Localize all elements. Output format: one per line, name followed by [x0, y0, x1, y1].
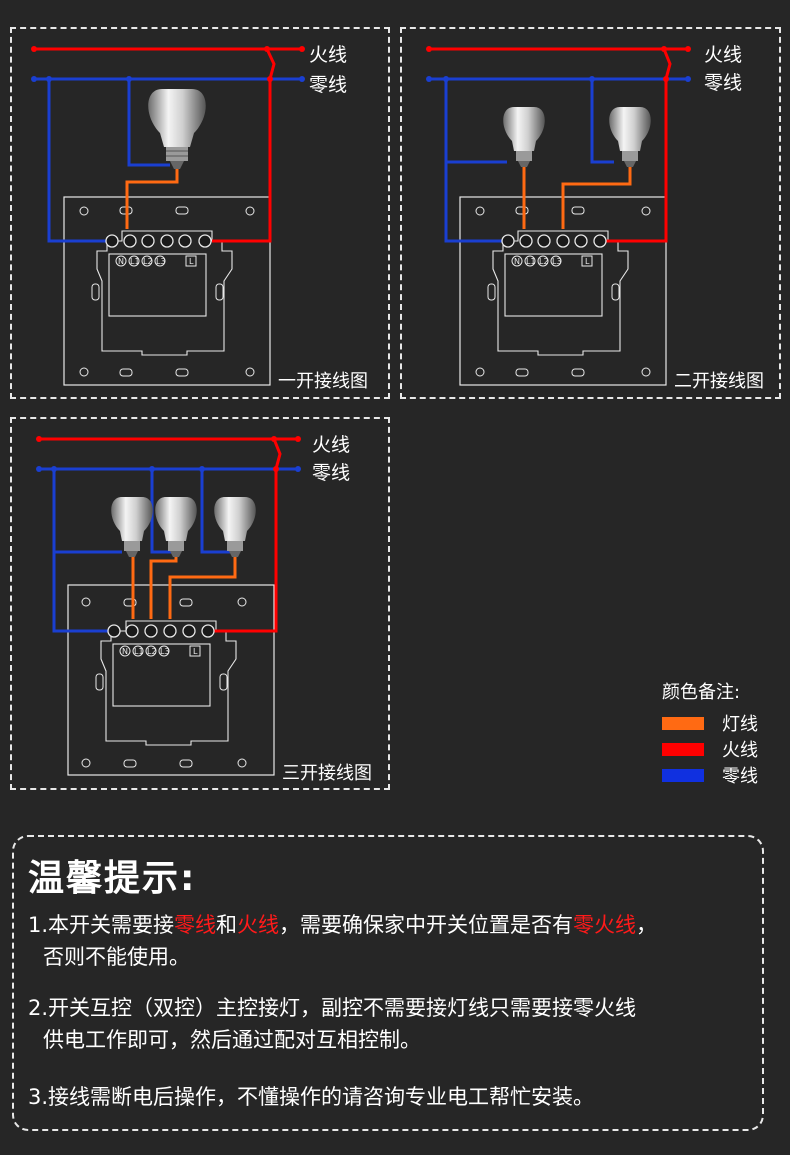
bulb-icon — [155, 497, 197, 557]
legend-item-neutral: 零线 — [662, 762, 772, 788]
legend-swatch-lamp — [662, 716, 704, 730]
tip-text: ，需要确保家中开关位置是否有 — [279, 913, 574, 937]
live-wire-label: 火线 — [312, 434, 351, 456]
terminal-label-l3: L3 — [160, 647, 170, 656]
panel-caption: 三开接线图 — [282, 763, 372, 784]
neutral-wire-label: 零线 — [704, 72, 743, 94]
terminal-label-l: L — [585, 257, 590, 266]
two-gang-diagram: N L1 L2 L3 L 火线 零线 二开 — [400, 27, 781, 399]
legend-label: 零线 — [722, 766, 758, 787]
two-gang-wiring-svg: N L1 L2 L3 L — [426, 46, 691, 386]
three-gang-diagram: N L1 L2 L3 L — [10, 417, 390, 790]
terminal-label-l2: L2 — [143, 257, 153, 266]
tip-highlight: 零火线 — [573, 913, 637, 937]
tips-title: 温馨提示: — [28, 858, 197, 899]
terminal-label-l2: L2 — [147, 647, 157, 656]
live-wire-label: 火线 — [704, 44, 743, 66]
panel-caption: 一开接线图 — [278, 371, 368, 392]
terminal-label-l: L — [189, 257, 194, 266]
neutral-wire-label: 零线 — [309, 74, 348, 96]
terminal-label-n: N — [514, 257, 520, 266]
tip-text: ， — [636, 913, 658, 937]
terminal-label-n: N — [122, 647, 128, 656]
legend-title: 颜色备注: — [662, 682, 741, 703]
color-legend: 颜色备注: 灯线 火线 零线 — [662, 678, 772, 788]
tip-text: 3.接线需断电后操作，不懂操作的请咨询专业电工帮忙安装。 — [28, 1085, 595, 1109]
tip-highlight: 零线 — [174, 913, 217, 937]
tip-text: 和 — [216, 913, 238, 937]
legend-item-lamp: 灯线 — [662, 710, 772, 736]
live-wire-label: 火线 — [309, 44, 348, 66]
bulb-icon — [148, 89, 206, 169]
legend-label: 火线 — [722, 740, 758, 761]
tip-item-3: 3.接线需断电后操作，不懂操作的请咨询专业电工帮忙安装。 — [28, 1081, 758, 1113]
legend-label: 灯线 — [722, 714, 758, 735]
bulb-icon — [214, 497, 256, 557]
neutral-wire-label: 零线 — [312, 462, 351, 484]
tips-box: 温馨提示: 1.本开关需要接零线和火线，需要确保家中开关位置是否有零火线， 否则… — [12, 835, 764, 1131]
bulb-icon — [609, 107, 651, 167]
legend-item-live: 火线 — [662, 736, 772, 762]
panel-caption: 二开接线图 — [674, 371, 764, 392]
terminal-label-l3: L3 — [552, 257, 562, 266]
three-gang-wiring-svg: N L1 L2 L3 L — [36, 436, 301, 776]
legend-swatch-neutral — [662, 768, 704, 782]
switch-plate — [63, 196, 271, 386]
one-gang-wiring-svg: N L1 L2 L3 L — [31, 46, 305, 386]
terminal-label-l3: L3 — [156, 257, 166, 266]
tip-highlight: 火线 — [237, 913, 280, 937]
terminal-label-l2: L2 — [539, 257, 549, 266]
tip-text: 供电工作即可，然后通过配对互相控制。 — [43, 1028, 421, 1052]
tip-item-1: 1.本开关需要接零线和火线，需要确保家中开关位置是否有零火线， 否则不能使用。 — [28, 909, 758, 973]
bulb-icon — [111, 497, 153, 557]
tip-text: 否则不能使用。 — [43, 945, 190, 969]
legend-swatch-live — [662, 742, 704, 756]
terminal-label-n: N — [118, 257, 124, 266]
terminal-label-l1: L1 — [130, 257, 140, 266]
terminal-label-l1: L1 — [526, 257, 536, 266]
terminal-label-l: L — [193, 647, 198, 656]
terminal-label-l1: L1 — [134, 647, 144, 656]
one-gang-diagram: N L1 L2 L3 L 火线 零线 一开接线图 — [10, 27, 390, 399]
tip-text: 1.本开关需要接 — [28, 913, 175, 937]
bulb-icon — [503, 107, 545, 167]
tip-item-2: 2.开关互控（双控）主控接灯，副控不需要接灯线只需要接零火线 供电工作即可，然后… — [28, 992, 758, 1056]
tip-text: 2.开关互控（双控）主控接灯，副控不需要接灯线只需要接零火线 — [28, 996, 637, 1020]
